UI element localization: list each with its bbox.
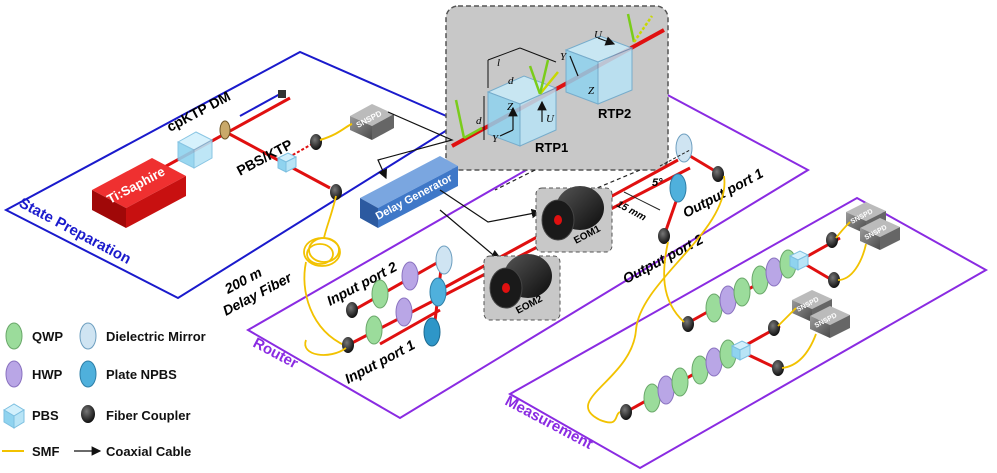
hwp-input-2	[401, 261, 419, 291]
qwp-input-1	[365, 315, 383, 345]
angle-label: 5°	[652, 177, 663, 189]
router: EOM2 EOM1 5° 15 mm Input port 2 Input po…	[324, 133, 766, 387]
qwp-meas-2b	[671, 367, 689, 397]
fiber-coupler-output-2	[658, 228, 670, 244]
dichroic-mirror	[219, 120, 231, 140]
fiber-coupler-meas-5	[768, 320, 780, 336]
rtp1-crystal	[486, 75, 558, 147]
hwp-input-1	[395, 297, 413, 327]
snspd-meas-4: SNSPD	[810, 306, 850, 338]
mirror-output	[675, 133, 693, 163]
fiber-coupler-input-2	[346, 302, 358, 318]
delay-fiber-coil	[303, 195, 347, 347]
legend-pbs-icon	[3, 403, 25, 429]
rtp1-label: RTP1	[535, 140, 568, 155]
mirror-input-2	[435, 245, 453, 275]
legend-dielectric-mirror-label: Dielectric Mirror	[106, 329, 206, 344]
smf-fibers	[304, 175, 726, 424]
eom2: EOM2	[483, 254, 561, 321]
legend-plate-npbs-icon	[79, 360, 97, 388]
state-preparation: Ti:Saphire cpKTP DM PBS/KTP SNSPD	[92, 88, 394, 228]
beam-dump	[278, 90, 286, 98]
inset-y2-label: Y	[560, 51, 568, 63]
rtp-inset: l d d Z Z Y Y U U RTP1 RTP2	[445, 5, 669, 197]
legend-qwp-icon	[5, 322, 23, 350]
plate-npbs-output	[669, 173, 687, 203]
cpktp-crystal	[176, 131, 214, 169]
inset-l-label: l	[497, 57, 500, 69]
ti-saphire-laser: Ti:Saphire	[92, 158, 186, 228]
qwp-input-2	[371, 279, 389, 309]
router-title: Router	[250, 335, 301, 373]
fiber-coupler-sp-1	[310, 134, 322, 150]
legend-fiber-coupler-icon	[81, 405, 95, 423]
measurement-region	[507, 196, 989, 470]
pbs-meas-1	[788, 250, 810, 271]
legend-hwp-label: HWP	[32, 367, 63, 382]
fiber-coupler-sp-2	[330, 184, 342, 200]
inset-y1-label: Y	[492, 133, 500, 145]
pbs-meas-2	[730, 340, 752, 361]
plate-npbs-input-1	[423, 317, 441, 347]
snspd-sp: SNSPD	[350, 104, 394, 140]
measurement-title: Measurement	[502, 393, 595, 453]
distance-label: 15 mm	[615, 199, 648, 224]
inset-d-top-label: d	[508, 75, 514, 87]
plate-npbs-input-2	[429, 277, 447, 307]
fiber-coupler-meas-6	[772, 360, 784, 376]
fiber-coupler-meas-4	[620, 404, 632, 420]
fiber-coupler-meas-3	[828, 272, 840, 288]
legend-pbs-label: PBS	[32, 408, 59, 423]
inset-d-side-label: d	[476, 115, 482, 127]
snspd-meas-2: SNSPD	[860, 218, 900, 250]
router-region	[245, 90, 811, 420]
legend-coaxial-cable-label: Coaxial Cable	[106, 444, 191, 459]
legend-smf-label: SMF	[32, 444, 60, 459]
inset-z1-label: Z	[507, 101, 514, 113]
eom1: EOM1	[535, 186, 613, 253]
fiber-coupler-meas-1	[682, 316, 694, 332]
pbs-ktp-cube	[276, 152, 298, 173]
inset-u2-label: U	[594, 29, 603, 41]
inset-u1-label: U	[546, 113, 555, 125]
legend-qwp-label: QWP	[32, 329, 63, 344]
rtp2-crystal	[564, 35, 634, 105]
legend-hwp-icon	[5, 360, 23, 388]
fiber-coupler-meas-2	[826, 232, 838, 248]
fiber-coupler-output-1	[712, 166, 724, 182]
legend: QWP HWP PBS SMF Dielectric Mirror Plate …	[2, 322, 206, 459]
inset-z2-label: Z	[588, 85, 595, 97]
legend-plate-npbs-label: Plate NPBS	[106, 367, 177, 382]
legend-dielectric-mirror-icon	[79, 322, 97, 350]
rtp2-label: RTP2	[598, 106, 631, 121]
fiber-coupler-input-1	[342, 337, 354, 353]
measurement: SNSPD SNSPD SNSPD SNSPD	[620, 202, 900, 420]
qwp-meas-1b	[733, 277, 751, 307]
legend-fiber-coupler-label: Fiber Coupler	[106, 408, 191, 423]
input-port-2-label: Input port 2	[324, 258, 400, 308]
polarization-arrows	[454, 13, 654, 140]
